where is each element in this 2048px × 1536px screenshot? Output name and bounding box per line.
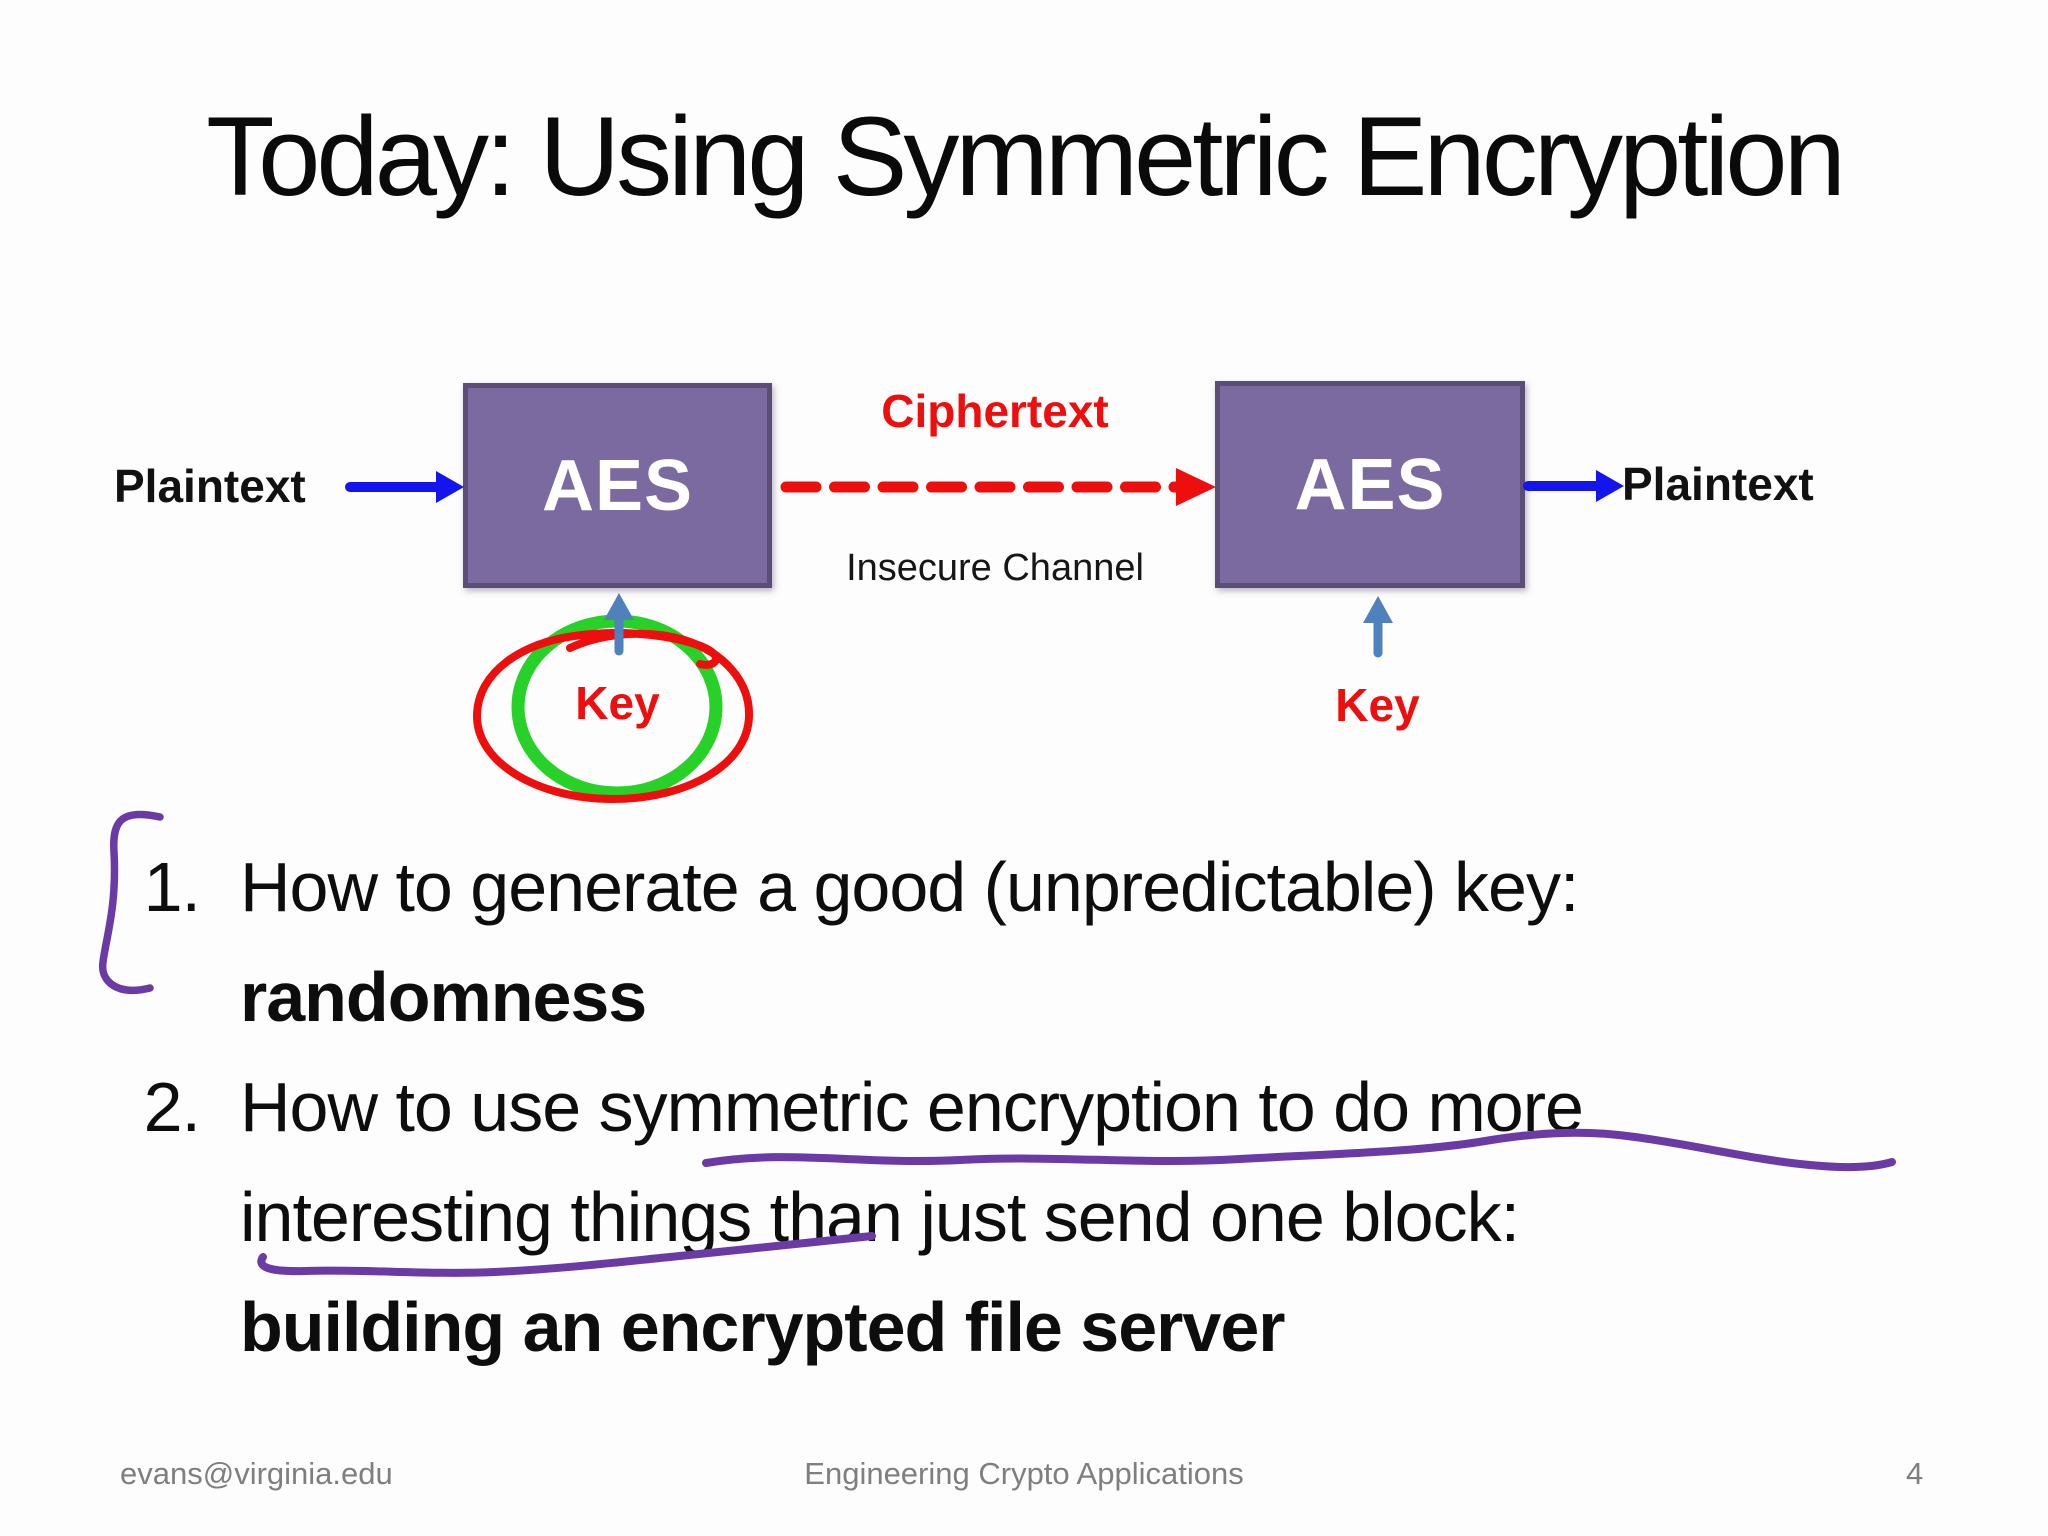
list-item-2-text-line2: interesting things than just send one bl… [240, 1178, 1520, 1256]
aes-receiver-label: AES [1294, 444, 1446, 525]
key-arrowhead-right [1363, 596, 1393, 623]
list-item-2-emphasis: building an encrypted file server [240, 1288, 1286, 1366]
list-item-1-emphasis: randomness [240, 958, 647, 1036]
list-item-2-number: 2. [143, 1068, 201, 1146]
plaintext-input-label: Plaintext [114, 460, 306, 512]
key-receiver-label: Key [1335, 679, 1420, 731]
aes-box-sender: AES [463, 383, 772, 588]
key-arrowhead-left [604, 593, 634, 620]
page-number: 4 [1906, 1456, 1924, 1491]
insecure-channel-label: Insecure Channel [846, 547, 1144, 589]
list-item-2-text-line1: How to use symmetric encryption to do mo… [240, 1068, 1584, 1146]
plaintext-in-arrowhead [436, 471, 464, 503]
key-sender-label: Key [575, 677, 660, 729]
footer-email: evans@virginia.edu [120, 1456, 393, 1491]
ciphertext-arrowhead [1176, 468, 1216, 506]
slide-title: Today: Using Symmetric Encryption [206, 94, 1846, 219]
list-item-1-text: How to generate a good (unpredictable) k… [240, 848, 1579, 926]
aes-box-receiver: AES [1215, 381, 1525, 588]
footer-course-title: Engineering Crypto Applications [804, 1456, 1244, 1491]
plaintext-out-arrowhead [1596, 470, 1624, 502]
ciphertext-label: Ciphertext [881, 385, 1109, 437]
aes-sender-label: AES [541, 445, 694, 526]
plaintext-output-label: Plaintext [1622, 458, 1814, 510]
list-item-1-number: 1. [143, 848, 201, 926]
